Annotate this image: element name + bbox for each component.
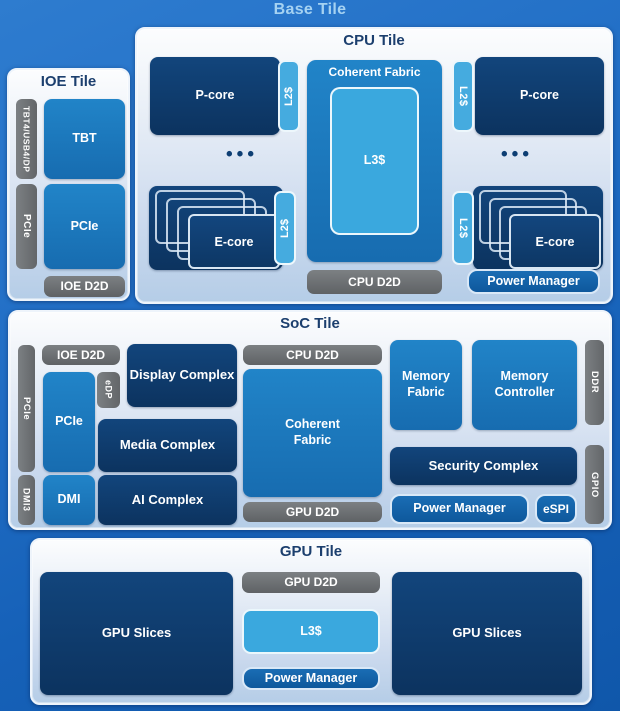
cpu-power-manager: Power Manager (467, 269, 600, 294)
soc-phy-dmi3-label: DMI3 (21, 488, 32, 512)
cpu-l2-left-p-label: L2$ (283, 86, 295, 106)
ioe-phy-pcie: PCIe (16, 184, 37, 269)
cpu-d2d-bar: CPU D2D (307, 270, 442, 294)
soc-power-manager-label: Power Manager (413, 501, 506, 516)
ioe-pcie-label: PCIe (70, 218, 99, 233)
soc-pcie-label: PCIe (55, 414, 83, 429)
soc-coherent-fabric-label: Coherent Fabric (285, 417, 340, 447)
soc-phy-gpio-label: GPIO (589, 471, 600, 498)
cpu-p-core-right: P-core (475, 57, 604, 135)
soc-dmi-label: DMI (57, 492, 81, 507)
cpu-tile-title: CPU Tile (343, 32, 405, 49)
ioe-tbt-label: TBT (72, 131, 97, 146)
soc-ioe-d2d-label: IOE D2D (56, 347, 105, 362)
cpu-p-core-right-label: P-core (520, 88, 559, 103)
cpu-tile: CPU Tile P-core L2$ ••• E-core L2$ Coher… (135, 27, 613, 304)
cpu-l2-left-e-label: L2$ (279, 218, 291, 238)
soc-phy-gpio: GPIO (585, 445, 604, 524)
soc-cpu-d2d-label: CPU D2D (286, 347, 339, 362)
gpu-tile: GPU Tile GPU Slices GPU D2D L3$ Power Ma… (30, 538, 592, 705)
soc-power-manager: Power Manager (390, 494, 529, 524)
soc-edp-label: eDP (103, 380, 114, 400)
gpu-power-manager: Power Manager (242, 667, 380, 690)
cpu-d2d-label: CPU D2D (348, 274, 401, 289)
soc-phy-pcie: PCIe (18, 345, 35, 472)
cpu-coherent-fabric-label: Coherent Fabric (328, 65, 421, 79)
cpu-p-core-left: P-core (150, 57, 280, 135)
soc-memory-fabric-label: Memory Fabric (402, 369, 450, 399)
cpu-e-core-right-label: E-core (535, 234, 575, 249)
cpu-l3-label: L3$ (363, 153, 386, 168)
soc-cpu-d2d-bar: CPU D2D (243, 345, 382, 365)
cpu-more-cores-left: ••• (226, 144, 258, 165)
ioe-d2d-label: IOE D2D (60, 279, 109, 293)
cpu-l2-cache-left-e: L2$ (274, 191, 296, 265)
gpu-d2d-label: GPU D2D (284, 575, 338, 589)
soc-dmi-block: DMI (43, 475, 95, 525)
gpu-power-manager-label: Power Manager (264, 670, 358, 685)
soc-phy-ddr-label: DDR (589, 371, 600, 394)
ioe-d2d-bar: IOE D2D (44, 276, 125, 297)
soc-ioe-d2d-bar: IOE D2D (42, 345, 120, 365)
cpu-power-manager-label: Power Manager (487, 273, 580, 288)
ioe-phy-tbt4-label: TBT4/USB4/DP (21, 105, 32, 173)
gpu-slices-left: GPU Slices (40, 572, 233, 695)
cpu-e-core-right: E-core (509, 214, 601, 269)
cpu-l2-right-p-label: L2$ (457, 85, 469, 107)
soc-phy-dmi3: DMI3 (18, 475, 35, 525)
base-tile-label: Base Tile (273, 1, 347, 18)
cpu-l2-right-e-label: L2$ (457, 217, 469, 239)
cpu-e-core-stack-right: E-core (473, 186, 603, 270)
soc-tile: SoC Tile PCIe DMI3 IOE D2D PCIe eDP Disp… (8, 310, 612, 530)
soc-pcie-block: PCIe (43, 372, 95, 472)
soc-media-complex: Media Complex (98, 419, 237, 472)
ioe-tbt-block: TBT (44, 99, 125, 179)
soc-tile-title: SoC Tile (280, 315, 340, 332)
cpu-l2-cache-left-p: L2$ (278, 60, 300, 132)
soc-memory-controller-label: Memory Controller (494, 369, 555, 399)
soc-espi-block: eSPI (535, 494, 577, 524)
ioe-tile: IOE Tile TBT4/USB4/DP TBT PCIe PCIe IOE … (7, 68, 130, 301)
gpu-l3-label: L3$ (300, 623, 322, 638)
soc-phy-ddr: DDR (585, 340, 604, 425)
soc-media-complex-label: Media Complex (119, 437, 216, 453)
gpu-tile-title: GPU Tile (279, 543, 343, 560)
cpu-e-core-left: E-core (188, 214, 280, 269)
soc-security-complex-label: Security Complex (428, 457, 539, 473)
ioe-phy-pcie-label: PCIe (21, 214, 32, 239)
soc-security-complex: Security Complex (390, 447, 577, 485)
soc-phy-pcie-label: PCIe (21, 396, 32, 421)
cpu-l3-cache: L3$ (330, 87, 419, 235)
gpu-slices-right-label: GPU Slices (452, 625, 522, 641)
soc-ai-complex: AI Complex (98, 475, 237, 525)
soc-display-complex-label: Display Complex (129, 367, 235, 383)
soc-ai-complex-label: AI Complex (131, 491, 204, 507)
ioe-tile-title: IOE Tile (40, 73, 97, 90)
cpu-e-core-left-label: E-core (214, 234, 254, 249)
soc-display-complex: Display Complex (127, 344, 237, 407)
cpu-p-core-left-label: P-core (195, 88, 235, 103)
cpu-l2-cache-right-p: L2$ (452, 60, 474, 132)
soc-espi-label: eSPI (542, 501, 569, 516)
soc-memory-fabric: Memory Fabric (390, 340, 462, 430)
soc-gpu-d2d-bar: GPU D2D (243, 502, 382, 522)
cpu-more-cores-right: ••• (501, 144, 533, 165)
ioe-pcie-block: PCIe (44, 184, 125, 269)
cpu-coherent-fabric: Coherent Fabric L3$ (307, 60, 442, 262)
soc-edp-block: eDP (97, 372, 120, 408)
gpu-slices-right: GPU Slices (392, 572, 582, 695)
gpu-l3-cache: L3$ (242, 609, 380, 654)
soc-gpu-d2d-label: GPU D2D (285, 504, 340, 519)
cpu-e-core-stack-left: E-core (149, 186, 283, 270)
soc-coherent-fabric: Coherent Fabric (243, 369, 382, 497)
cpu-l2-cache-right-e: L2$ (452, 191, 474, 265)
gpu-d2d-bar: GPU D2D (242, 572, 380, 593)
ioe-phy-tbt4-usb4-dp: TBT4/USB4/DP (16, 99, 37, 179)
soc-memory-controller: Memory Controller (472, 340, 577, 430)
gpu-slices-left-label: GPU Slices (101, 625, 172, 641)
